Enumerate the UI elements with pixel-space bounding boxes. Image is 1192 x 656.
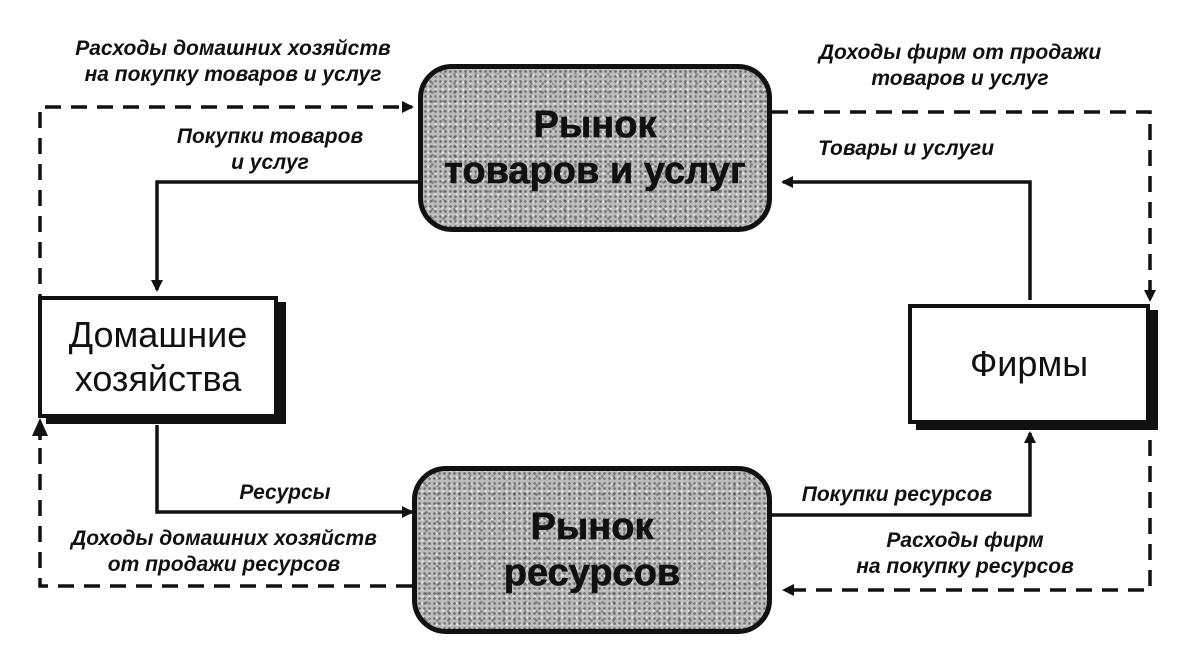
firms-node: Фирмы xyxy=(908,304,1150,424)
households-node: Домашние хозяйства xyxy=(38,296,278,418)
goods-and-services-label: Товары и услуги xyxy=(817,137,995,160)
goods-market-node: Рынок товаров и услуг xyxy=(418,64,772,232)
goods-to-households-arrow xyxy=(151,180,418,292)
goods-market-title-line2: товаров и услуг xyxy=(444,150,746,193)
household-income-label: Доходы домашних хозяйств от продажи ресу… xyxy=(71,527,377,576)
resources-label: Ресурсы xyxy=(239,481,331,504)
firms-label: Фирмы xyxy=(969,343,1089,384)
resource-purchases-label: Покупки ресурсов xyxy=(801,483,993,506)
firm-spending-dashed-arrow xyxy=(782,440,1152,596)
resource-market-title-line1: Рынок xyxy=(530,506,654,549)
resource-market-title-line2: ресурсов xyxy=(503,552,681,595)
goods-purchases-label: Покупки товаров и услуг xyxy=(176,125,364,174)
firm-spending-label: Расходы фирм на покупку ресурсов xyxy=(856,529,1074,578)
household-income-dashed-line xyxy=(38,440,412,588)
households-label-line2: хозяйства xyxy=(74,358,242,399)
households-resources-to-market-arrow xyxy=(155,425,414,518)
firm-revenue-dashed-arrow xyxy=(772,110,1156,302)
household-income-arrowhead xyxy=(32,418,48,436)
households-label-line1: Домашние xyxy=(68,314,248,355)
resources-to-firms-arrow xyxy=(772,431,1036,517)
firm-revenue-label: Доходы фирм от продажи товаров и услуг xyxy=(818,41,1102,90)
household-spending-label: Расходы домашних хозяйств на покупку тов… xyxy=(75,37,391,86)
goods-market-title-line1: Рынок xyxy=(533,104,657,147)
firms-goods-to-market-arrow xyxy=(781,176,1032,300)
resource-market-node: Рынок ресурсов xyxy=(412,466,772,634)
